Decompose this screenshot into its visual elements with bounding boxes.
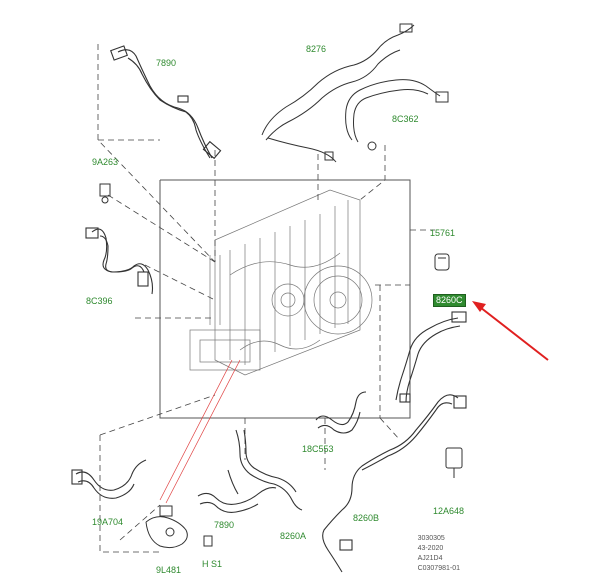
reference-block: 3030305 43-2020 AJ21D4 C0307981-01 [418,534,460,574]
dashed-leaders [97,44,435,553]
reference-line-4: C0307981-01 [417,565,460,572]
hose-8260C [395,311,467,403]
label-8276: 8276 [306,44,327,54]
reference-line-2: 43-2020 [417,545,444,552]
hose-7890-top [110,45,222,160]
label-18C553: 18C553 [302,444,334,454]
label-HS1: H S1 [202,559,223,569]
label-7890-bottom: 7890 [214,520,235,530]
label-8260A: 8260A [280,531,307,541]
hose-19A704 [71,459,147,499]
hose-8260B [322,393,467,573]
label-8C396: 8C396 [86,296,113,306]
hose-8C396 [85,227,154,295]
part-HS1 [203,535,213,547]
clip-9A263 [99,183,111,204]
pipe-8276 [261,23,415,163]
hose-7890-bottom [197,469,277,513]
label-8260C[interactable]: 8260C [433,294,466,307]
label-9L481: 9L481 [156,565,182,575]
hose-8260A [235,429,303,511]
label-8260B: 8260B [353,513,380,523]
pipe-8C362 [345,79,449,151]
label-8C362: 8C362 [392,114,419,124]
reference-line-3: AJ21D4 [417,555,443,562]
label-15761: 15761 [430,228,456,238]
radiator-assembly-outline [159,179,411,419]
hose-18C553 [315,391,367,434]
label-9A263: 9A263 [92,157,119,167]
label-7890-top: 7890 [156,58,177,68]
red-leader-lines [159,359,241,504]
part-9L481 [145,505,188,549]
part-12A648 [445,447,463,478]
label-12A648: 12A648 [433,506,465,516]
red-arrow [472,301,549,361]
reference-line-1: 3030305 [417,535,445,542]
part-15761 [434,253,450,271]
radiator-core-sketch [189,189,373,376]
label-19A704: 19A704 [92,517,124,527]
